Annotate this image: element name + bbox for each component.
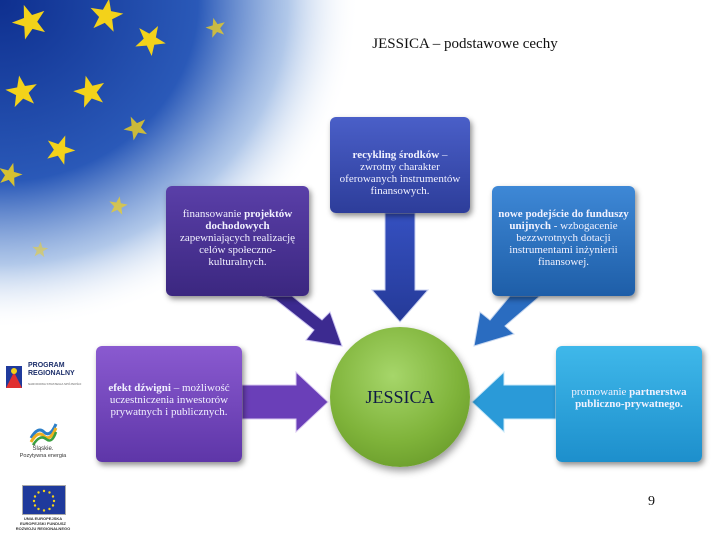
box-ppp-pre: promowanie xyxy=(571,386,630,398)
box-recycling: recykling środków – zwrotny charakter of… xyxy=(330,117,470,213)
slaskie-line2: Pozytywna energia xyxy=(19,453,67,459)
arrow-right-to-center xyxy=(473,295,542,347)
slide-title: JESSICA – podstawowe cechy xyxy=(372,36,558,52)
box-recycling-text: – zwrotny charakter oferowanych instrume… xyxy=(339,149,461,197)
eu-line3: ROZWOJU REGIONALNEGO xyxy=(15,526,71,531)
center-jessica: JESSICA xyxy=(330,327,470,467)
arrow-bottom-left-to-center xyxy=(241,370,329,434)
center-jessica-label: JESSICA xyxy=(365,386,435,407)
box-new-approach: nowe podejście do funduszy unijnych - wz… xyxy=(492,186,635,296)
slaskie-logo: Śląskie. Pozytywna energia xyxy=(14,420,72,466)
page-number: 9 xyxy=(648,494,655,509)
box-income-projects-pre: finansowanie xyxy=(182,208,245,220)
program-regionalny-logo: PROGRAM REGIONALNY NARODOWA STRATEGIA SP… xyxy=(4,360,81,398)
box-income-projects-bold: projektów dochodowych xyxy=(205,208,293,232)
eu-line1: UNIA EUROPEJSKA xyxy=(23,516,63,521)
program-regionalny-line1: PROGRAM xyxy=(28,362,65,369)
program-regionalny-icon xyxy=(6,366,22,388)
box-income-projects-text: zapewniających realizację celów społeczn… xyxy=(179,232,296,268)
slaskie-wave-icon xyxy=(29,423,58,446)
arrow-left-to-center xyxy=(261,295,343,347)
program-regionalny-sub: NARODOWA STRATEGIA SPÓJNOŚCI xyxy=(28,382,82,386)
box-ppp: promowanie partnerstwa publiczno-prywatn… xyxy=(556,346,702,462)
eu-logo: UNIA EUROPEJSKA EUROPEJSKI FUNDUSZ ROZWO… xyxy=(14,483,72,535)
box-leverage-effect-bold: efekt dźwigni xyxy=(108,382,171,394)
box-ppp-bold: partnerstwa publiczno-prywatnego. xyxy=(575,386,687,410)
eu-flag-icon xyxy=(22,485,66,515)
box-leverage-effect-text: – możliwość uczestniczenia inwestorów pr… xyxy=(109,382,230,418)
box-new-approach-bold: nowe podejście do funduszy unijnych xyxy=(498,208,629,232)
arrow-top-to-center xyxy=(370,212,430,323)
box-leverage-effect: efekt dźwigni – możliwość uczestniczenia… xyxy=(96,346,242,462)
slaskie-line1: Śląskie. xyxy=(32,446,54,452)
program-regionalny-line2: REGIONALNY xyxy=(28,370,75,377)
eu-line2: EUROPEJSKI FUNDUSZ xyxy=(19,521,66,526)
box-recycling-bold: recykling środków xyxy=(352,149,440,161)
arrow-bottom-right-to-center xyxy=(471,370,557,434)
box-income-projects: finansowanie projektów dochodowych zapew… xyxy=(166,186,309,296)
box-new-approach-text: - wzbogacenie bezzwrotnych dotacji instr… xyxy=(509,220,618,268)
